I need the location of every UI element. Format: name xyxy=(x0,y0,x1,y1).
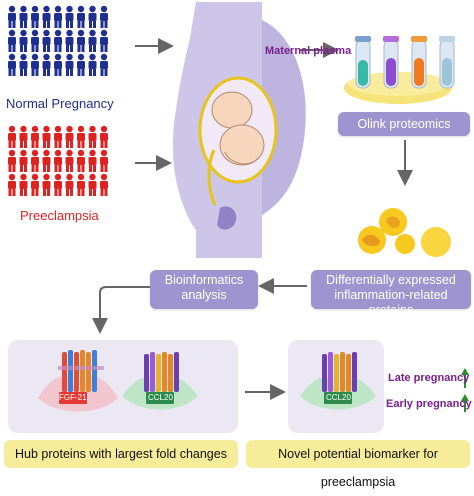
person-icon xyxy=(77,29,85,52)
person-icon xyxy=(77,173,85,196)
person-icon xyxy=(19,125,28,148)
novel-biomarker-pill: Novel potential biomarker for preeclamps… xyxy=(246,440,470,489)
person-icon xyxy=(77,53,85,76)
person-icon xyxy=(100,29,108,52)
person-icon xyxy=(19,5,28,29)
bioinformatics-label-line1: Bioinformatics xyxy=(164,273,244,287)
person-icon xyxy=(8,29,16,52)
person-icon xyxy=(31,173,39,196)
bioinformatics-label-line2: analysis xyxy=(181,288,227,302)
late-up-arrow-icon xyxy=(461,368,469,388)
normal-pregnancy-label: Normal Pregnancy xyxy=(6,96,114,111)
person-icon xyxy=(31,5,39,29)
person-icon xyxy=(100,5,108,29)
preeclampsia-label: Preeclampsia xyxy=(20,208,99,223)
person-icon xyxy=(42,53,51,76)
person-icon xyxy=(54,5,62,29)
person-icon xyxy=(54,29,62,52)
person-icon xyxy=(19,149,28,172)
person-icon xyxy=(77,5,85,29)
hub-proteins-label: Hub proteins with largest fold changes xyxy=(15,447,227,461)
person-icon xyxy=(31,29,39,52)
person-icon xyxy=(54,149,62,172)
person-icon xyxy=(65,125,74,148)
person-icon xyxy=(100,53,108,76)
person-icon xyxy=(8,125,16,148)
person-icon xyxy=(31,125,39,148)
deps-label-line1: Differentially expressed xyxy=(326,273,456,287)
ccl20-protein-icon-left xyxy=(122,352,198,410)
person-icon xyxy=(65,29,74,52)
person-icon xyxy=(19,53,28,76)
hub-panel xyxy=(8,340,238,433)
diagram-canvas xyxy=(8,2,469,433)
bioinformatics-box: Bioinformatics analysis xyxy=(150,270,258,309)
person-icon xyxy=(65,53,74,76)
person-icon xyxy=(42,173,51,196)
person-icon xyxy=(42,149,51,172)
fgf21-protein-icon xyxy=(38,350,118,412)
person-icon xyxy=(42,29,51,52)
person-icon xyxy=(54,173,62,196)
person-icon xyxy=(88,173,97,196)
late-pregnancy-label: Late pregnancy xyxy=(388,372,470,384)
arrow-bio-to-hub xyxy=(92,286,150,334)
person-icon xyxy=(88,5,97,29)
olink-proteomics-label: Olink proteomics xyxy=(357,117,451,131)
person-icon xyxy=(19,29,28,52)
person-icon xyxy=(8,149,16,172)
preeclampsia-crowd-icon xyxy=(8,125,108,196)
person-icon xyxy=(54,125,62,148)
person-icon xyxy=(8,53,16,76)
person-icon xyxy=(54,53,62,76)
person-icon xyxy=(31,53,39,76)
person-icon xyxy=(19,173,28,196)
maternal-plasma-label: Maternal plasma xyxy=(265,45,352,57)
person-icon xyxy=(100,125,108,148)
person-icon xyxy=(77,125,85,148)
person-icon xyxy=(42,5,51,29)
person-icon xyxy=(8,5,16,29)
fgf21-label: FGF-21 xyxy=(59,393,87,402)
pregnant-body-illustration xyxy=(173,2,306,258)
person-icon xyxy=(31,149,39,172)
person-icon xyxy=(77,149,85,172)
person-icon xyxy=(100,149,108,172)
person-icon xyxy=(8,173,16,196)
normal-pregnancy-crowd-icon xyxy=(8,5,108,76)
ccl20-right-label: CCL20 xyxy=(326,393,351,402)
person-icon xyxy=(88,149,97,172)
person-icon xyxy=(88,53,97,76)
person-icon xyxy=(65,5,74,29)
person-icon xyxy=(65,173,74,196)
plasma-tubes-icon xyxy=(344,36,455,104)
ccl20-left-label: CCL20 xyxy=(148,393,173,402)
protein-blobs-icon xyxy=(358,208,451,257)
person-icon xyxy=(88,29,97,52)
ccl20-protein-icon-right xyxy=(300,352,376,410)
person-icon xyxy=(100,173,108,196)
person-icon xyxy=(88,125,97,148)
deps-label-line2: inflammation-related proteins xyxy=(334,288,448,317)
person-icon xyxy=(42,125,51,148)
deps-box: Differentially expressed inflammation-re… xyxy=(311,270,471,317)
olink-proteomics-box: Olink proteomics xyxy=(338,112,470,136)
person-icon xyxy=(65,149,74,172)
fetus-icon xyxy=(211,91,265,166)
hub-proteins-pill: Hub proteins with largest fold changes xyxy=(4,440,238,468)
early-pregnancy-label: Early pregnancy xyxy=(386,398,472,410)
early-up-arrow-icon xyxy=(461,394,469,412)
